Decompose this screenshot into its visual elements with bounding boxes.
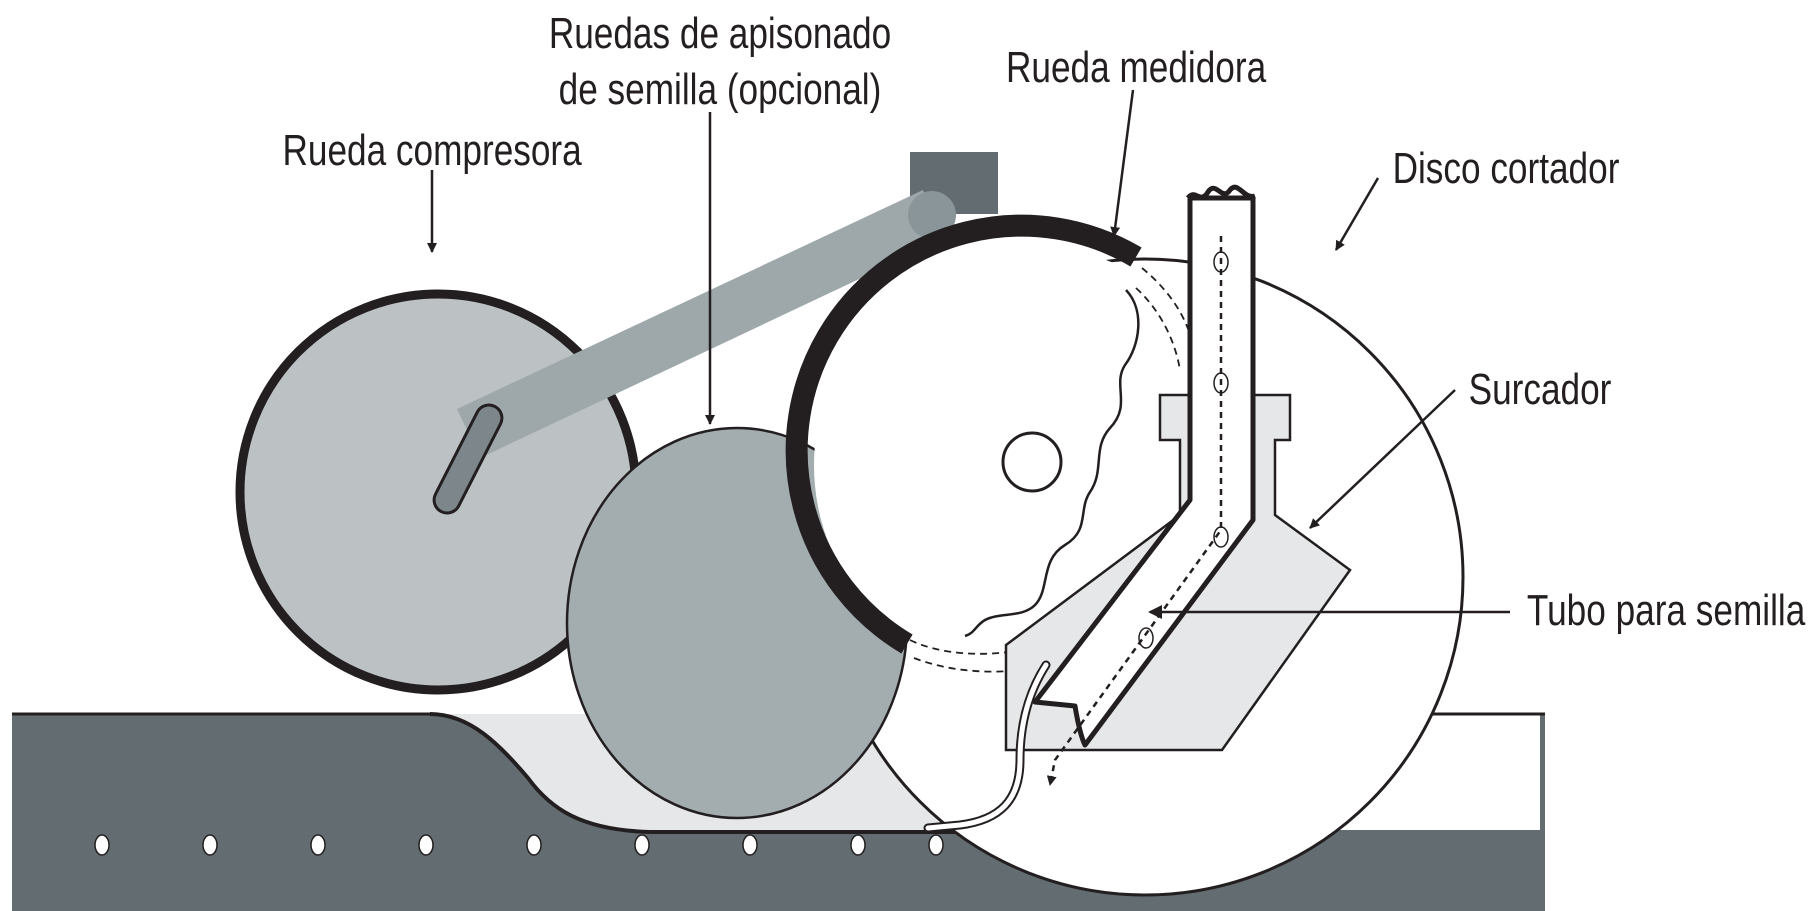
press-wheel-arm	[457, 190, 942, 458]
label-gauge-wheel: Rueda medidora	[1006, 43, 1267, 92]
seed	[850, 834, 866, 856]
arm-pivot	[908, 191, 956, 239]
seed	[634, 834, 650, 856]
seed	[202, 834, 218, 856]
leader-disc-opener	[1334, 177, 1380, 251]
leader-opener	[1309, 389, 1456, 529]
seed-tube	[1032, 195, 1256, 748]
label-seed-tube: Tubo para semilla	[1527, 586, 1806, 635]
gauge-wheel-hub	[1001, 431, 1063, 493]
press-wheel-axle-slot	[432, 403, 504, 515]
seed	[742, 834, 758, 856]
gauge-wheel-hidden-edge	[909, 267, 1196, 673]
seed-tube-top-edge	[1185, 184, 1256, 200]
label-firming-wheels-line1: Ruedas de apisonado	[549, 9, 891, 58]
seed	[1138, 627, 1154, 649]
gauge-wheel-cutaway	[964, 289, 1140, 638]
seed	[94, 834, 110, 856]
label-disc-opener: Disco cortador	[1393, 144, 1620, 193]
hose-core	[925, 662, 1049, 831]
label-firming-wheels-line2: de semilla (opcional)	[559, 65, 882, 114]
gauge-wheel-rim	[785, 214, 1142, 654]
seed	[928, 834, 944, 856]
label-opener: Surcador	[1469, 365, 1612, 414]
furrow-outline	[429, 712, 1155, 834]
seeds	[94, 817, 1056, 856]
seed	[310, 834, 326, 856]
seed	[526, 834, 542, 856]
seed	[418, 834, 434, 856]
seed-path	[1046, 236, 1223, 786]
label-press-wheel: Rueda compresora	[282, 126, 582, 175]
leader-gauge-wheel	[1110, 89, 1135, 237]
